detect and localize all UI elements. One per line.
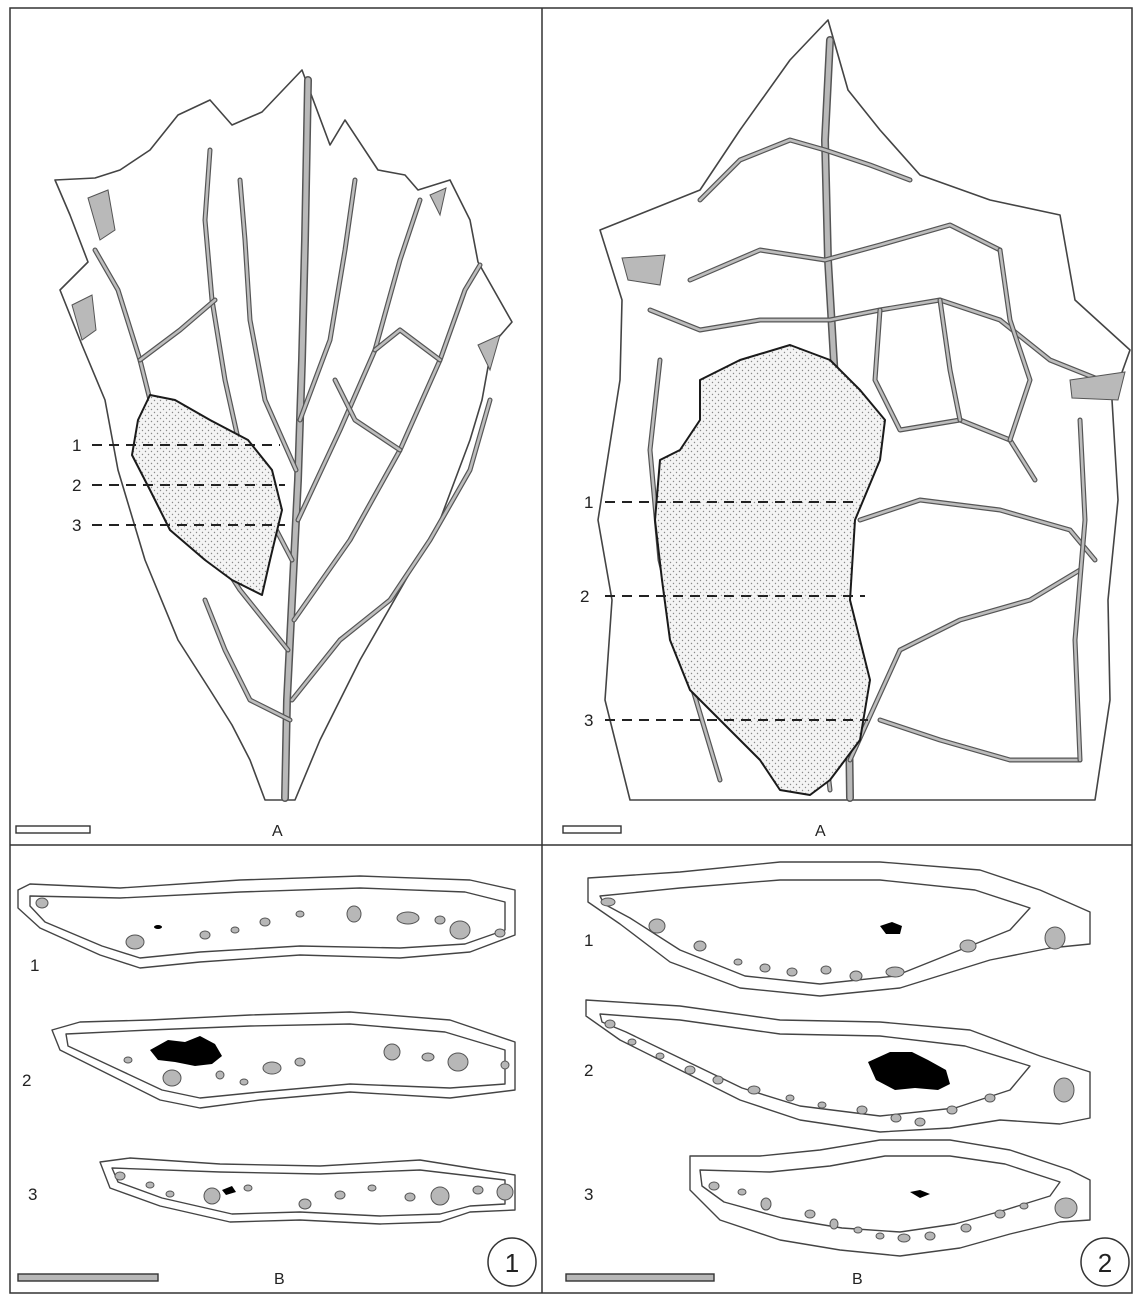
fig2-a-scale-bar bbox=[563, 826, 621, 833]
fig1-section-2 bbox=[52, 1012, 515, 1108]
fig1-b-section-label-3: 3 bbox=[28, 1185, 37, 1204]
fig2-a-section-label-3: 3 bbox=[584, 711, 593, 730]
fig1-panel-b: 1 2 3 B 1 bbox=[18, 876, 536, 1288]
fig1-a-section-label-1: 1 bbox=[72, 436, 81, 455]
fig2-a-section-label-2: 2 bbox=[580, 587, 589, 606]
fig2-number: 2 bbox=[1098, 1248, 1112, 1278]
fig1-panel-a: 1 2 3 A bbox=[16, 70, 512, 840]
fig2-panel-b-label: B bbox=[852, 1271, 863, 1288]
fig1-a-section-label-2: 2 bbox=[72, 476, 81, 495]
fig1-panel-b-label: B bbox=[274, 1271, 285, 1288]
fig2-b-scale-bar bbox=[566, 1274, 714, 1281]
fig2-panel-a-label: A bbox=[815, 823, 826, 840]
fig2-panel-a: 1 2 3 A bbox=[563, 20, 1130, 840]
fig2-panel-b: 1 2 3 B 2 bbox=[566, 862, 1129, 1288]
fig1-a-scale-bar bbox=[16, 826, 90, 833]
fig1-section-3 bbox=[100, 1158, 515, 1224]
fig2-lesion bbox=[655, 345, 885, 795]
fig1-a-section-label-3: 3 bbox=[72, 516, 81, 535]
fig1-b-section-label-2: 2 bbox=[22, 1071, 31, 1090]
fig1-section-1 bbox=[18, 876, 515, 968]
fig1-b-section-label-1: 1 bbox=[30, 956, 39, 975]
fig1-panel-a-label: A bbox=[272, 823, 283, 840]
fig2-a-section-label-1: 1 bbox=[584, 493, 593, 512]
fig2-b-section-label-2: 2 bbox=[584, 1061, 593, 1080]
fig2-b-section-label-1: 1 bbox=[584, 931, 593, 950]
fig1-number: 1 bbox=[505, 1248, 519, 1278]
fig1-lesion bbox=[132, 395, 282, 595]
fig2-b-section-label-3: 3 bbox=[584, 1185, 593, 1204]
fig2-section-3 bbox=[690, 1140, 1090, 1256]
fig2-section-1 bbox=[588, 862, 1090, 996]
fig2-section-2 bbox=[586, 1000, 1090, 1132]
fig1-b-scale-bar bbox=[18, 1274, 158, 1281]
